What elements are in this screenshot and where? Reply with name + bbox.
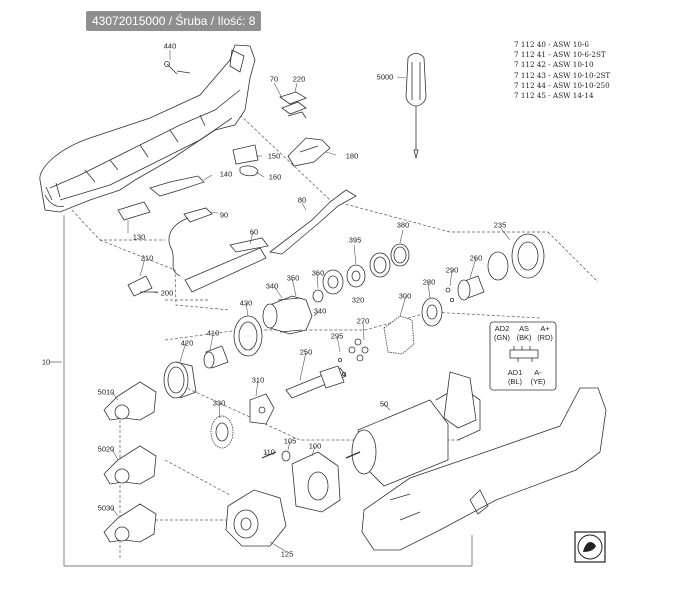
part-label-290[interactable]: 290 [445,265,459,275]
wire-code: AD1 [507,368,523,377]
model-line: 7 112 42 - ASW 10-10 [514,60,594,70]
part-label-80[interactable]: 80 [297,195,307,205]
part-label-260[interactable]: 260 [469,253,483,263]
part-label-200[interactable]: 200 [160,288,174,298]
part-label-440[interactable]: 440 [163,41,177,51]
part-label-70[interactable]: 70 [269,74,279,84]
part-label-250[interactable]: 250 [299,347,313,357]
part-label-90[interactable]: 90 [219,210,229,220]
drive-shaft-drawing [285,338,369,399]
nut-420-drawing [163,361,197,399]
leader-lines [111,50,511,553]
part-label-5000[interactable]: 5000 [376,72,394,82]
wire-color: (BL) [508,377,522,386]
model-line: 7 112 45 - ASW 14-14 [514,91,594,101]
part-label-160[interactable]: 160 [268,172,282,182]
ring-430-drawing [233,315,263,357]
part-label-235[interactable]: 235 [493,220,507,230]
part-label-395[interactable]: 395 [348,235,362,245]
switch-cover-drawing [232,137,331,177]
wire-label-aminus: A- (YE) [531,368,546,386]
part-label-110[interactable]: 110 [263,447,275,457]
housing-top-drawing [39,44,256,213]
wire-code: A- [534,368,542,377]
bearing-rings-drawing [312,243,410,303]
part-label-10[interactable]: 10 [41,357,51,367]
part-label-220[interactable]: 220 [292,74,306,84]
part-label-280[interactable]: 280 [422,277,436,287]
part-label-330[interactable]: 330 [212,398,226,408]
part-label-310[interactable]: 310 [251,375,265,385]
part-label-340-upper[interactable]: 340 [265,281,279,291]
part-tooltip: 43072015000 / Śruba / Ilość: 8 [86,11,262,31]
wire-code: A+ [540,324,550,333]
model-line: 7 112 43 - ASW 10-10-2ST [514,70,611,80]
part-label-50[interactable]: 50 [379,399,389,409]
wire-code: AS [519,324,529,333]
part-label-105[interactable]: 105 [283,436,297,446]
wire-label-ad1: AD1 (BL) [508,368,522,386]
screw-440-drawing [164,61,191,75]
housing-bottom-drawing [361,371,607,551]
switch-parts-drawing [279,91,307,119]
angle-heads-drawing [103,381,157,543]
gear-drawing [210,393,275,449]
contact-bar-drawing [269,189,357,255]
wire-label-aplus: A+ (RD) [537,324,553,342]
gearbox-drawing [383,233,545,355]
part-label-140[interactable]: 140 [219,169,233,179]
electronics-parts-drawing [117,175,213,277]
wire-color: (GN) [493,333,511,342]
circuit-board-drawing [127,237,269,297]
part-label-210[interactable]: 210 [140,253,154,263]
part-label-420[interactable]: 420 [180,338,194,348]
wire-code: AD2 [494,324,510,333]
model-line: 7 112 41 - ASW 10-6-2ST [514,50,606,60]
part-label-100[interactable]: 100 [308,441,322,451]
part-label-5010[interactable]: 5010 [97,387,115,397]
head-housing-drawing [225,489,287,547]
wire-color: (YE) [530,377,546,386]
part-label-180[interactable]: 180 [345,151,359,161]
part-label-60[interactable]: 60 [249,227,259,237]
part-label-410[interactable]: 410 [206,328,220,338]
wire-color: (RD) [537,333,553,342]
wiring-box-drawing [489,321,557,391]
part-label-125[interactable]: 125 [280,549,294,559]
part-label-150[interactable]: 150 [267,151,281,161]
part-label-340-lower[interactable]: 340 [313,306,327,316]
part-label-360[interactable]: 360 [311,268,325,278]
screwdriver-drawing [405,53,427,159]
wire-label-ad2: AD2 (GN) [494,324,510,342]
part-label-320[interactable]: 320 [351,295,365,305]
part-label-295[interactable]: 295 [330,331,344,341]
part-label-5020[interactable]: 5020 [97,444,115,454]
part-label-270[interactable]: 270 [356,316,370,326]
model-line: 7 112 40 - ASW 10-6 [514,40,589,49]
spindle-drawing [262,295,313,335]
part-label-380[interactable]: 380 [396,220,410,230]
part-label-5030[interactable]: 5030 [97,503,115,513]
motor-drawing [345,385,481,487]
wire-label-as: AS (BK) [517,324,532,342]
part-label-130[interactable]: 130 [132,232,146,242]
model-line: 7 112 44 - ASW 10-10-250 [514,80,610,90]
sleeve-410-drawing [203,345,229,369]
wire-color: (BK) [516,333,532,342]
part-label-350[interactable]: 350 [286,273,300,283]
gear-cover-drawing [261,450,341,513]
part-label-300[interactable]: 300 [398,291,412,301]
part-label-430[interactable]: 430 [239,298,253,308]
model-list: 7 112 40 - ASW 10-6 7 112 41 - ASW 10-6-… [514,40,610,101]
